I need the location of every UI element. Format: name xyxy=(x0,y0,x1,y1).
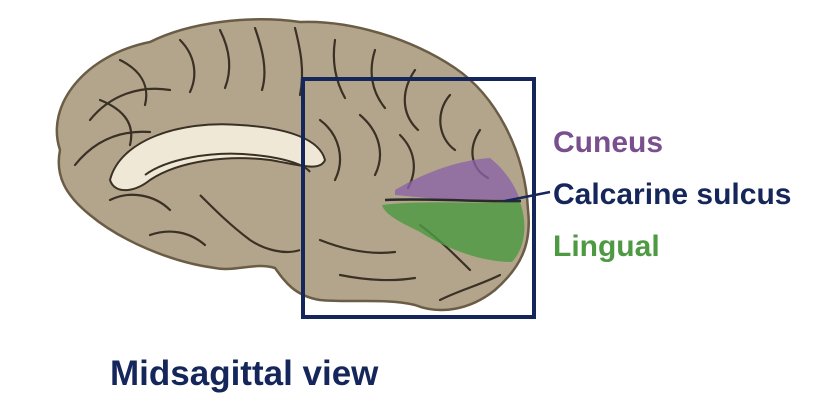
lateral-ventricle xyxy=(144,152,311,176)
brainstem xyxy=(199,194,301,254)
figure-caption: Midsagittal view xyxy=(110,354,379,393)
calcarine-pointer xyxy=(504,190,551,203)
lingual-region xyxy=(382,202,525,262)
corpus-callosum xyxy=(108,123,327,192)
cuneus-region xyxy=(395,158,520,203)
calcarine-sulcus-label: Calcarine sulcus xyxy=(553,178,792,211)
lingual-label: Lingual xyxy=(553,230,660,263)
occipital-highlight-box xyxy=(301,77,536,319)
cuneus-label: Cuneus xyxy=(553,126,664,159)
